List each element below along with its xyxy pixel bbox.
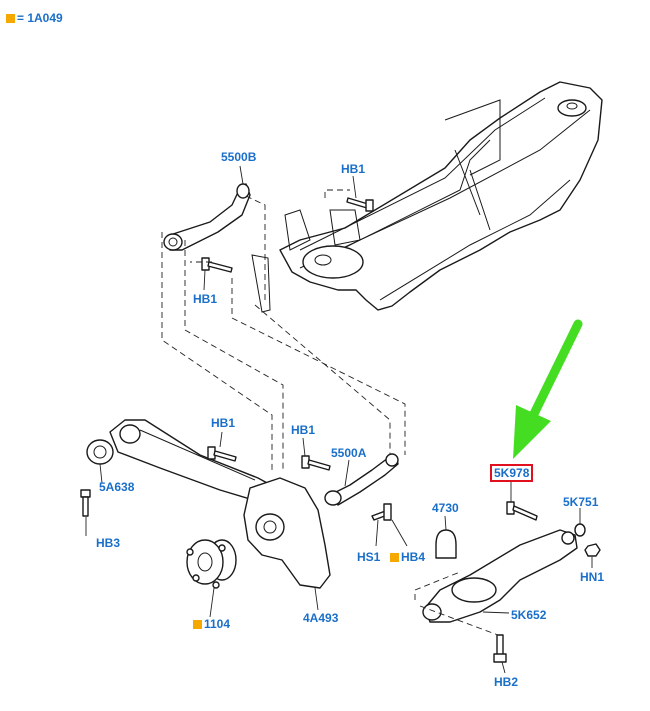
bolt-hb1-top xyxy=(346,197,374,212)
label-hb1-left[interactable]: HB1 xyxy=(193,292,218,306)
bolt-hb2 xyxy=(493,634,507,663)
upper-arm-5500a xyxy=(324,453,399,506)
label-hb1-mid-b[interactable]: HB1 xyxy=(291,423,316,437)
nut-hn1 xyxy=(584,543,601,557)
marker-hb4 xyxy=(390,553,399,562)
knuckle-4a493 xyxy=(243,477,331,589)
label-hb4-text: HB4 xyxy=(401,550,426,564)
rear-subframe xyxy=(251,81,603,313)
bolt-hb3 xyxy=(80,489,91,517)
label-hs1[interactable]: HS1 xyxy=(357,550,381,564)
label-5k652[interactable]: 5K652 xyxy=(511,608,547,622)
label-5k978-highlighted[interactable]: 5K978 xyxy=(490,464,534,482)
legend-marker xyxy=(6,14,15,23)
label-hb1-mid-a[interactable]: HB1 xyxy=(211,416,236,430)
label-4730[interactable]: 4730 xyxy=(432,501,459,515)
dashed-alignment-lines xyxy=(161,189,499,636)
label-1104-text: 1104 xyxy=(204,617,231,631)
label-hb1-top[interactable]: HB1 xyxy=(341,162,366,176)
bushing-5k751 xyxy=(574,523,586,537)
label-4a493[interactable]: 4A493 xyxy=(303,611,339,625)
bolt-hb1-mid-a xyxy=(207,446,237,462)
label-hb2[interactable]: HB2 xyxy=(494,675,519,689)
green-arrow-icon xyxy=(513,319,583,459)
bolt-5k978 xyxy=(506,501,538,521)
marker-1104 xyxy=(193,620,202,629)
label-5k751[interactable]: 5K751 xyxy=(563,495,599,509)
legend-text: = 1A049 xyxy=(17,11,63,25)
label-1104[interactable]: 1104 xyxy=(193,617,230,631)
label-5a638[interactable]: 5A638 xyxy=(99,480,135,494)
label-5500a[interactable]: 5500A xyxy=(331,446,367,460)
label-5500b[interactable]: 5500B xyxy=(221,150,257,164)
bolt-hb1-left xyxy=(201,257,233,273)
bump-stop-4730 xyxy=(435,529,457,559)
label-hb3[interactable]: HB3 xyxy=(96,536,121,550)
bolt-hb1-mid-b xyxy=(301,455,331,471)
legend: = 1A049 xyxy=(6,11,63,25)
lower-arm-5k652 xyxy=(422,529,578,623)
bolt-hs1-hb4 xyxy=(371,503,392,521)
label-hn1[interactable]: HN1 xyxy=(580,570,605,584)
label-hb4[interactable]: HB4 xyxy=(390,550,425,564)
upper-arm-5500b xyxy=(163,183,251,251)
wheel-hub-1104 xyxy=(186,539,237,589)
leader-lines xyxy=(85,165,593,674)
